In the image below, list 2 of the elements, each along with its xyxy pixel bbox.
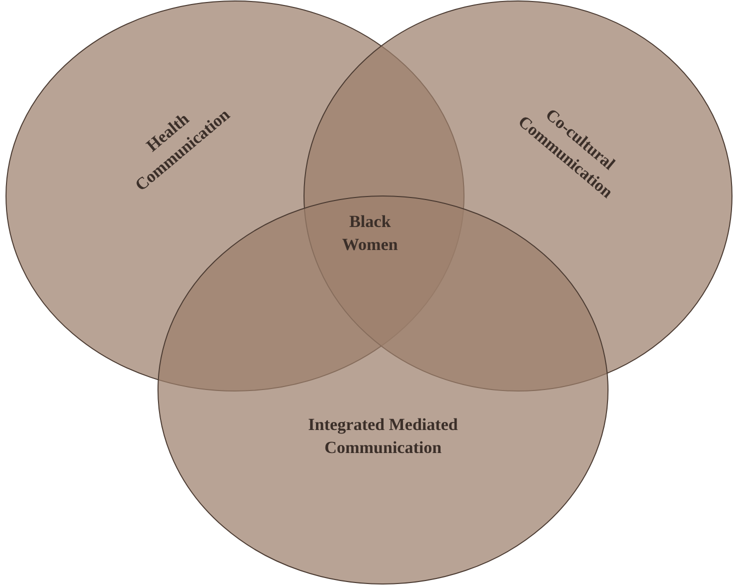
set-label: Integrated Mediated Communication [307,414,459,459]
set-label: Black Women [341,211,399,256]
